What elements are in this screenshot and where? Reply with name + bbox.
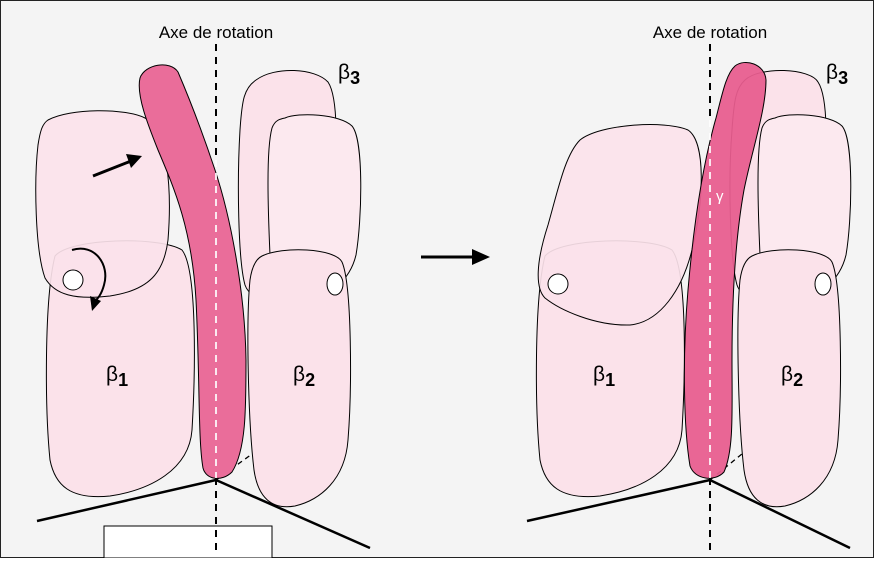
left-beta2-hole	[327, 273, 343, 295]
right-beta2-hole	[815, 273, 831, 295]
left-beta1-hole	[63, 270, 83, 290]
left-base-box	[104, 526, 272, 558]
right-axis-label: Axe de rotation	[653, 23, 767, 42]
left-axis-label: Axe de rotation	[159, 23, 273, 42]
right-beta1-hole	[548, 274, 568, 294]
left-beta1-upper	[36, 111, 170, 298]
right-gamma-label: γ	[716, 188, 724, 205]
